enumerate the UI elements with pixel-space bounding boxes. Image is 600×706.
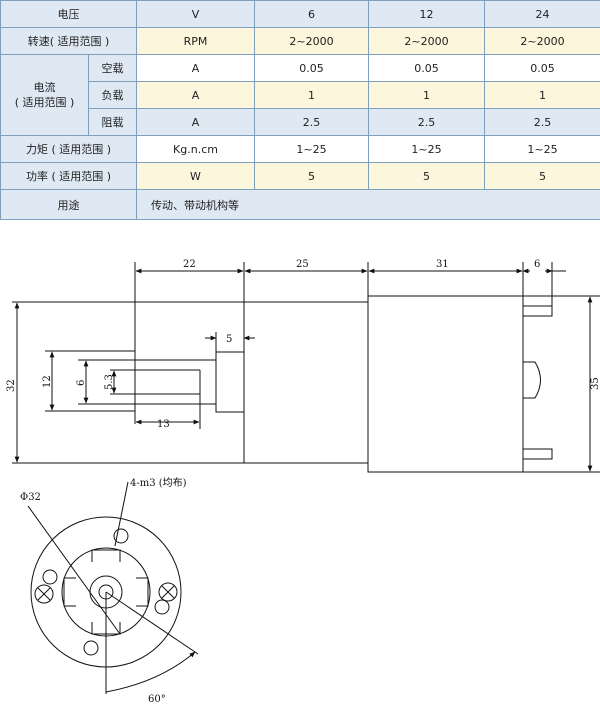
voltage-value: 6	[254, 0, 369, 28]
voltage-value: 12	[368, 0, 485, 28]
speed-label: 转速( 适用范围 )	[0, 27, 137, 55]
load-value: 1	[368, 81, 485, 109]
voltage-unit: V	[136, 0, 255, 28]
noload-value: 0.05	[368, 54, 485, 82]
dim-13: 13	[157, 419, 170, 430]
stall-value: 2.5	[368, 108, 485, 136]
torque-value: 1~25	[368, 135, 485, 163]
dim-5-3: 5.3	[104, 374, 115, 390]
dim-12: 12	[42, 375, 53, 388]
stall-value: 2.5	[254, 108, 369, 136]
noload-unit: A	[136, 54, 255, 82]
dim-22: 22	[183, 259, 196, 270]
motor-drawing: 22 25 31 6 5 13 32 35 12 6 5.3 Φ32 4-m3 …	[6, 259, 600, 705]
row-voltage: 电压 V 6 12 24	[0, 0, 600, 28]
row-usage: 用途 传动、带动机构等	[0, 189, 600, 220]
dim-6: 6	[76, 380, 87, 386]
power-value: 5	[484, 162, 600, 190]
noload-value: 0.05	[254, 54, 369, 82]
load-value: 1	[254, 81, 369, 109]
row-current-load: 负载 A 1 1 1	[1, 81, 600, 109]
spec-table: 电压 V 6 12 24 转速( 适用范围 ) RPM 2~2000 2~200…	[0, 0, 600, 220]
dim-phi32: Φ32	[20, 492, 41, 503]
load-unit: A	[136, 81, 255, 109]
stall-value: 2.5	[484, 108, 600, 136]
usage-text: 传动、带动机构等	[136, 189, 600, 220]
speed-value: 2~2000	[254, 27, 369, 55]
torque-label: 力矩 ( 适用范围 )	[0, 135, 137, 163]
current-label-line1: 电流	[33, 81, 56, 94]
torque-value: 1~25	[484, 135, 600, 163]
row-current-noload: 电流 ( 适用范围 ) 空载 A 0.05 0.05 0.05	[0, 54, 600, 136]
voltage-label: 电压	[0, 0, 137, 28]
power-value: 5	[368, 162, 485, 190]
usage-label: 用途	[0, 189, 137, 220]
dim-35: 35	[590, 377, 600, 390]
voltage-value: 24	[484, 0, 600, 28]
dim-6-top: 6	[534, 259, 540, 270]
stall-unit: A	[136, 108, 255, 136]
speed-unit: RPM	[136, 27, 255, 55]
holes-note: 4-m3 (均布)	[130, 477, 187, 489]
row-speed: 转速( 适用范围 ) RPM 2~2000 2~2000 2~2000	[0, 27, 600, 55]
noload-value: 0.05	[484, 54, 600, 82]
torque-unit: Kg.n.cm	[136, 135, 255, 163]
stall-label: 阻载	[88, 108, 137, 136]
row-current-stall: 阻载 A 2.5 2.5 2.5	[1, 108, 600, 136]
dim-5: 5	[226, 334, 232, 345]
dim-32: 32	[6, 379, 17, 392]
load-value: 1	[484, 81, 600, 109]
current-label: 电流 ( 适用范围 )	[0, 54, 89, 136]
speed-value: 2~2000	[484, 27, 600, 55]
load-label: 负载	[88, 81, 137, 109]
speed-value: 2~2000	[368, 27, 485, 55]
power-value: 5	[254, 162, 369, 190]
angle-60: 60°	[148, 694, 166, 705]
dim-25: 25	[296, 259, 309, 270]
row-torque: 力矩 ( 适用范围 ) Kg.n.cm 1~25 1~25 1~25	[0, 135, 600, 163]
power-unit: W	[136, 162, 255, 190]
noload-label: 空载	[88, 54, 137, 82]
power-label: 功率 ( 适用范围 )	[0, 162, 137, 190]
torque-value: 1~25	[254, 135, 369, 163]
current-label-line2: ( 适用范围 )	[14, 96, 75, 109]
row-power: 功率 ( 适用范围 ) W 5 5 5	[0, 162, 600, 190]
dim-31: 31	[436, 259, 449, 270]
